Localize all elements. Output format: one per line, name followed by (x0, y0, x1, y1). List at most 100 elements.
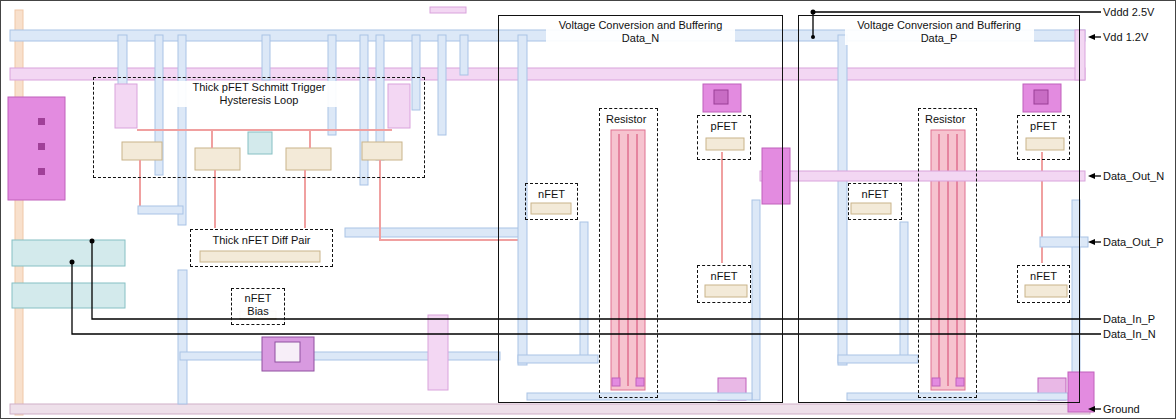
resistor-region: Resistor (918, 108, 977, 398)
resistor-region: Resistor (599, 108, 658, 398)
buffer-art (838, 35, 1080, 400)
pin-label: Data_In_P (1102, 312, 1156, 326)
pin-lead (1094, 408, 1101, 409)
data-out-p-route (1040, 237, 1088, 247)
metal-strap (752, 200, 760, 400)
via (38, 118, 45, 125)
buffer-art (518, 35, 760, 400)
region-label: pFET (709, 120, 740, 133)
transistor-active (195, 148, 240, 170)
transistor-active (200, 251, 320, 262)
metal-route (527, 393, 752, 400)
data-in-p-wire (92, 241, 1101, 319)
pfet-well-contact (703, 84, 741, 112)
pin-lead (1094, 241, 1101, 242)
metal-strap (460, 35, 468, 75)
region-label: nFET (709, 270, 740, 283)
poly-wire (309, 130, 311, 148)
region-label: Resistor (923, 113, 967, 126)
buffer-block: Voltage Conversion and Buffering Data_P R… (798, 15, 1080, 403)
junction-dot (811, 35, 815, 39)
metal-strap (360, 35, 368, 185)
poly-wire (721, 152, 723, 263)
schmitt-trigger-region: Thick pFET Schmitt Trigger Hysteresis Lo… (93, 77, 425, 178)
region-label: nFET (860, 188, 891, 201)
pin-label: Data_Out_P (1102, 235, 1165, 249)
transistor-active (122, 142, 162, 160)
output-contact (762, 148, 790, 204)
ground-rail (10, 404, 1090, 414)
transistor-active (362, 142, 402, 160)
via (612, 378, 620, 386)
pin-arrow (1088, 34, 1095, 40)
transistor-active (706, 138, 744, 150)
pad-block (8, 97, 65, 200)
poly-wire (140, 160, 180, 210)
poly-wire (214, 170, 216, 228)
transistor-active (705, 285, 747, 297)
transistor-active (531, 203, 571, 214)
input-pad (12, 283, 125, 308)
pin-label: Ground (1102, 402, 1141, 416)
junction-dot (90, 239, 95, 244)
junction-dot (70, 260, 75, 265)
pfet-region: pFET (697, 115, 751, 160)
capacitor-block (262, 337, 314, 371)
metal-route (518, 355, 598, 363)
data-in-n-wire (72, 262, 1101, 334)
metal-route (180, 352, 500, 360)
poly-wire (211, 130, 213, 148)
metal-strap (412, 35, 420, 110)
nfet-region: nFET (697, 265, 751, 303)
nfet-region: nFET (848, 183, 902, 220)
vddd-rail (10, 68, 1085, 80)
diff-pair-region: Thick nFET Diff Pair (190, 229, 333, 267)
metal-strap (438, 35, 446, 135)
metal-strap (428, 315, 448, 390)
buffer-block: Voltage Conversion and Buffering Data_N R… (498, 15, 783, 403)
contact-stack (388, 84, 410, 128)
metal-strap (580, 222, 588, 362)
pin-label: Data_In_N (1102, 327, 1157, 341)
metal-strap (376, 35, 384, 160)
input-pad (12, 240, 125, 266)
pin-arrow (1088, 239, 1095, 245)
region-label: Voltage Conversion and Buffering Data_P (845, 19, 1034, 45)
pin-arrow (1088, 173, 1095, 179)
region-label: nFET (1028, 270, 1059, 283)
pfet-region: pFET (1017, 115, 1070, 160)
pin-lead (1094, 36, 1101, 37)
rail-strap (1075, 30, 1085, 80)
poly-wire (304, 170, 306, 228)
resistor-body (611, 130, 645, 390)
pin-arrow (1088, 406, 1095, 412)
region-label: Resistor (604, 113, 648, 126)
bias-region: nFET Bias (231, 288, 285, 325)
via (38, 143, 45, 150)
well-contact (248, 132, 272, 154)
data-out-n-route (760, 171, 1085, 181)
region-label: pFET (1028, 120, 1059, 133)
metal-strap (178, 270, 187, 404)
region-label: nFET (536, 188, 567, 201)
region-label: Voltage Conversion and Buffering Data_N (546, 19, 735, 45)
metal-strap (262, 35, 270, 80)
region-label: nFET Bias (238, 292, 278, 318)
region-label: Thick nFET Diff Pair (210, 234, 312, 247)
via (636, 378, 644, 386)
via (38, 168, 45, 175)
via (714, 90, 728, 104)
capacitor-plate (275, 342, 300, 362)
pin-label: Vdd 1.2V (1102, 30, 1149, 44)
junction-dot (811, 10, 816, 15)
output-contact (1068, 372, 1094, 412)
resistor-leg (619, 134, 637, 386)
poly-wire (137, 129, 392, 131)
metal-strap (430, 7, 466, 13)
transistor-active (286, 148, 331, 170)
nfet-region: nFET (1017, 265, 1070, 303)
